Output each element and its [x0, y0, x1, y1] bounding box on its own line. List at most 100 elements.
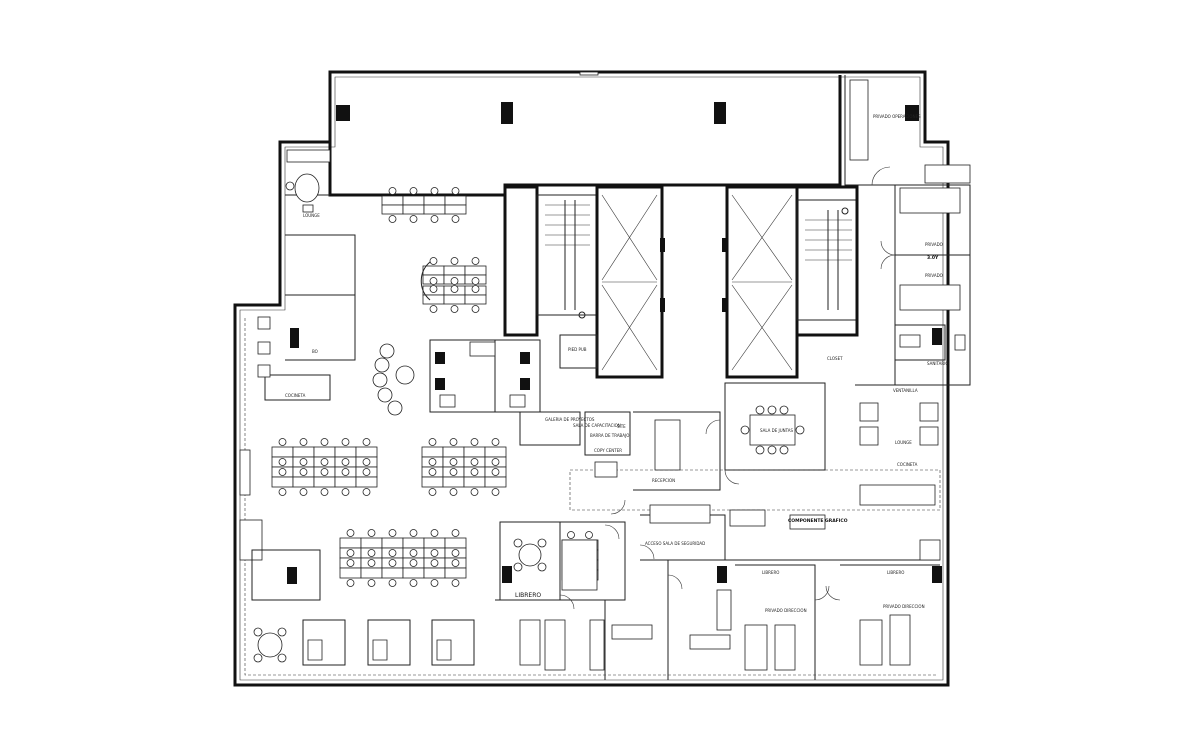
label-sala-juntas: SALA DE JUNTAS: [760, 428, 794, 433]
chair: [278, 438, 287, 446]
chair: [470, 488, 479, 496]
chair: [341, 438, 350, 446]
chair: [430, 215, 439, 223]
label-privado-direccion-2: PRIVADO DIRECCION: [883, 604, 925, 609]
desk: [292, 446, 315, 458]
chair: [367, 559, 376, 567]
chair: [362, 458, 371, 466]
chair: [470, 438, 479, 446]
desk: [402, 537, 425, 549]
round-lounge-chairs: [372, 261, 431, 416]
chair: [388, 529, 397, 537]
chair: [449, 488, 458, 496]
desk: [444, 195, 467, 206]
chair: [430, 549, 439, 557]
chair: [428, 438, 437, 446]
chair: [471, 305, 480, 313]
desk: [444, 537, 467, 549]
chair: [341, 458, 350, 466]
chair: [362, 438, 371, 446]
chair: [450, 285, 459, 293]
chair: [278, 468, 287, 476]
chair: [388, 579, 397, 587]
desk: [271, 446, 294, 458]
chair: [430, 579, 439, 587]
chair: [367, 549, 376, 557]
label-barra-trabajo: BARRA DE TRABAJO: [590, 433, 629, 438]
desk: [313, 476, 336, 488]
chair: [491, 458, 500, 466]
chair: [367, 579, 376, 587]
label-privado-direccion-1: PRIVADO DIRECCION: [765, 608, 807, 613]
chair: [428, 458, 437, 466]
chair: [409, 529, 418, 537]
desk: [421, 476, 444, 488]
chair: [341, 488, 350, 496]
chair: [346, 579, 355, 587]
desk: [484, 446, 507, 458]
label-librero-1: LIBRERO: [515, 592, 541, 599]
chair: [430, 187, 439, 195]
label-ventanilla: VENTANILLA: [893, 388, 918, 393]
columns: [290, 328, 942, 583]
chair: [428, 468, 437, 476]
chair: [491, 488, 500, 496]
label-closet: CLOSET: [827, 356, 843, 361]
sw-cubicles: [302, 619, 475, 666]
doors: [559, 166, 896, 610]
label-acceso-seguridad: ACCESO SALA DE SEGURIDAD: [645, 541, 705, 546]
chair: [567, 531, 575, 539]
desk: [442, 476, 465, 488]
desk: [339, 567, 362, 579]
label-librero-2: LIBRERO: [762, 570, 779, 575]
chair: [491, 468, 500, 476]
chair: [449, 458, 458, 466]
chair: [491, 438, 500, 446]
room-labels: LOUNGE BO COCINETA PIED PUB PRIVADO OPER…: [285, 114, 949, 613]
desk: [355, 446, 378, 458]
label-privado-ne: PRIVADO OPERACIONES: [873, 114, 921, 119]
chair: [388, 559, 397, 567]
desk: [381, 537, 404, 549]
partitions: [264, 75, 971, 680]
chair: [409, 579, 418, 587]
desk: [292, 476, 315, 488]
chair: [278, 488, 287, 496]
chair: [430, 529, 439, 537]
label-copy-center: COPY CENTER: [594, 448, 622, 453]
chair: [409, 559, 418, 567]
building-envelope: [233, 70, 950, 687]
label-componente-grafico: COMPONENTE GRAFICO: [788, 518, 848, 524]
west-storage: [239, 316, 321, 601]
chair: [428, 488, 437, 496]
desk: [339, 537, 362, 549]
chair: [430, 559, 439, 567]
chair: [346, 529, 355, 537]
chair: [471, 257, 480, 265]
reception-desks: [519, 79, 971, 671]
desk: [334, 476, 357, 488]
desk: [423, 204, 446, 215]
chair: [320, 458, 329, 466]
chair: [409, 549, 418, 557]
desk: [444, 204, 467, 215]
chair: [346, 549, 355, 557]
label-cocineta-w: COCINETA: [285, 393, 306, 398]
chair: [320, 468, 329, 476]
label-pub: PIED PUB: [568, 347, 587, 352]
desk: [484, 476, 507, 488]
desk: [381, 204, 404, 215]
chair: [451, 529, 460, 537]
chair: [429, 285, 438, 293]
desk: [422, 265, 445, 276]
desk: [381, 567, 404, 579]
chair: [367, 529, 376, 537]
chair: [451, 187, 460, 195]
desk: [464, 265, 487, 276]
chair: [449, 438, 458, 446]
chair: [585, 531, 593, 539]
desk: [463, 476, 486, 488]
east-lounge: [859, 402, 939, 446]
